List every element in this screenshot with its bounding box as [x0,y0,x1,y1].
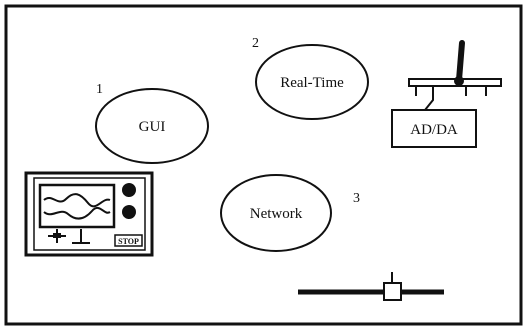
diagram-border [4,4,523,326]
adda-label: AD/DA [410,122,458,138]
monitor-slider-right [72,229,90,244]
monitor-knob-top [122,183,136,197]
pendulum-apparatus-icon: AD/DA [391,40,502,148]
pendulum-rod [456,40,465,83]
network-node-box [383,282,402,301]
node-number-network: 3 [353,191,360,206]
node-ellipse-gui [95,88,209,164]
node-label-network: Network [250,206,303,222]
waveform-lower [43,206,111,220]
node-ellipse-network [220,174,332,252]
monitor-knob-bottom [122,205,136,219]
adda-box [391,109,477,148]
node-number-gui: 1 [96,82,103,97]
node-number-realtime: 2 [252,36,259,51]
oscilloscope-monitor-icon: STOP [24,171,154,257]
network-connector-icon [298,272,444,301]
monitor-stop-button [114,234,143,247]
monitor-screen [38,183,116,229]
waveform-upper [43,193,111,208]
node-label-gui: GUI [139,119,166,135]
monitor-stop-label: STOP [118,237,139,246]
monitor-slider-left [48,229,66,243]
pendulum-pivot [454,76,464,86]
node-ellipse-realtime [255,44,369,120]
apparatus-cable [424,86,434,111]
node-label-realtime: Real-Time [280,75,344,91]
